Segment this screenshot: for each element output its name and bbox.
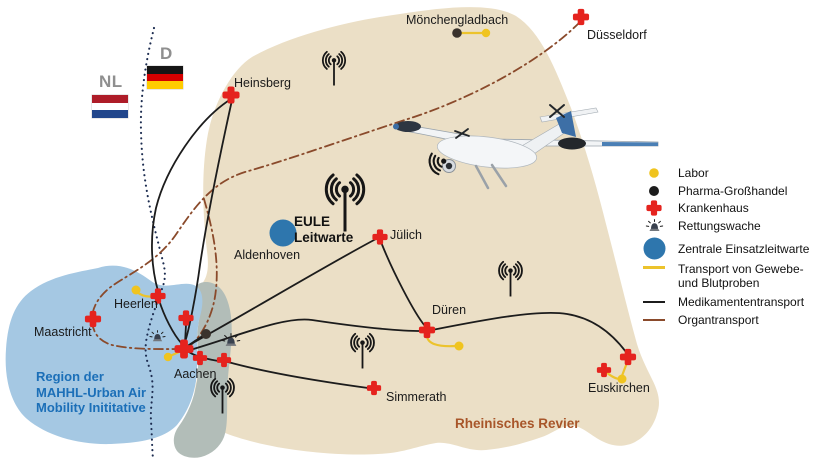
city-label-aachen: Aachen	[174, 367, 217, 381]
city-label-euskirchen: Euskirchen	[588, 381, 650, 395]
labor-marker-dueren	[454, 341, 464, 351]
legend-label: Medikamententransport	[678, 295, 805, 309]
route-med-aachen-dueren	[189, 318, 423, 351]
mahhl-line2: MAHHL-Urban Air	[36, 384, 147, 400]
region-overlap-shape	[173, 282, 232, 458]
city-label-maastricht: Maastricht	[34, 325, 92, 339]
legend-label: Rettungswache	[678, 219, 761, 233]
control-center-name-line2: Leitwarte	[294, 230, 354, 245]
brown-line-icon	[638, 319, 670, 321]
mahhl-line1: Region der	[36, 369, 104, 384]
legend-item-labor: Labor	[638, 166, 709, 180]
legend-label: Pharma-Großhandel	[678, 184, 788, 198]
route-med-dueren-euskirchen	[431, 311, 627, 353]
einsatzleitwarte-circle-icon	[638, 237, 670, 260]
yellow-line-icon	[638, 266, 670, 269]
route-organ-duesseldorf-maastricht-aachen	[91, 21, 581, 350]
krankenhaus-cross-icon	[638, 200, 670, 216]
legend-label: Zentrale Einsatzleitwarte	[678, 241, 810, 256]
region-mahhl-shape	[5, 265, 203, 445]
labor-marker-aachen	[163, 352, 173, 362]
control-center-label: EULE Leitwarte	[294, 214, 353, 246]
border-nl-de-line	[139, 26, 166, 461]
legend-label: Organtransport	[678, 313, 759, 327]
legend-item-krankenhaus: Krankenhaus	[638, 200, 749, 216]
einsatzleitwarte-marker-eule	[269, 219, 297, 247]
legend-label-line1: Transport von Gewebe-	[678, 262, 804, 276]
legend-label: Krankenhaus	[678, 201, 749, 215]
city-label-heinsberg: Heinsberg	[234, 76, 291, 90]
region-label-rheinisches-revier: Rheinisches Revier	[455, 416, 580, 431]
legend-item-organtransport: Organtransport	[638, 313, 759, 327]
rettungswache-icon	[638, 219, 670, 233]
country-label-de: D	[160, 44, 173, 63]
legend-label: Labor	[678, 166, 709, 180]
labor-dot-icon	[638, 167, 670, 179]
labor-marker-heerlen	[131, 285, 141, 295]
legend-label: Transport von Gewebe- und Blutproben	[678, 262, 804, 290]
flag-germany	[147, 66, 183, 90]
region-label-mahhl: Region der MAHHL-Urban Air Mobility Init…	[36, 369, 146, 416]
legend-item-gewebetransport: Transport von Gewebe- und Blutproben	[638, 262, 804, 290]
flag-netherlands	[92, 95, 128, 119]
route-med-juelich-dueren	[380, 241, 426, 327]
legend-label-line2: und Blutproben	[678, 276, 760, 290]
pharma-dot-icon	[638, 185, 670, 197]
pharma-marker-aachen	[201, 329, 211, 339]
control-center-name-line1: EULE	[294, 214, 331, 229]
city-label-heerlen: Heerlen	[114, 297, 158, 311]
labor-marker-euskirchen	[617, 374, 627, 384]
country-label-nl: NL	[99, 72, 123, 91]
city-label-simmerath: Simmerath	[386, 390, 447, 404]
legend-item-medikamententransport: Medikamententransport	[638, 295, 804, 309]
pharma-marker-moenchengladbach	[452, 28, 462, 38]
black-line-icon	[638, 301, 670, 303]
legend-item-rettungswache: Rettungswache	[638, 219, 761, 233]
route-med-heinsberg-heerlen	[151, 98, 232, 292]
city-label-moenchengladbach: Mönchengladbach	[406, 13, 509, 27]
city-label-duesseldorf: Düsseldorf	[587, 28, 647, 42]
route-med-heerlen-aachen	[158, 299, 183, 345]
city-label-juelich: Jülich	[390, 228, 422, 242]
legend-item-einsatzleitwarte: Zentrale Einsatzleitwarte	[638, 237, 809, 260]
legend-item-pharma: Pharma-Großhandel	[638, 184, 787, 198]
krankenhaus-marker-duesseldorf	[572, 8, 590, 26]
mahhl-line3: Mobility Inititative	[36, 400, 146, 415]
city-label-dueren: Düren	[432, 303, 467, 317]
city-label-aldenhoven: Aldenhoven	[234, 248, 301, 262]
labor-marker-moenchengladbach	[481, 28, 491, 38]
